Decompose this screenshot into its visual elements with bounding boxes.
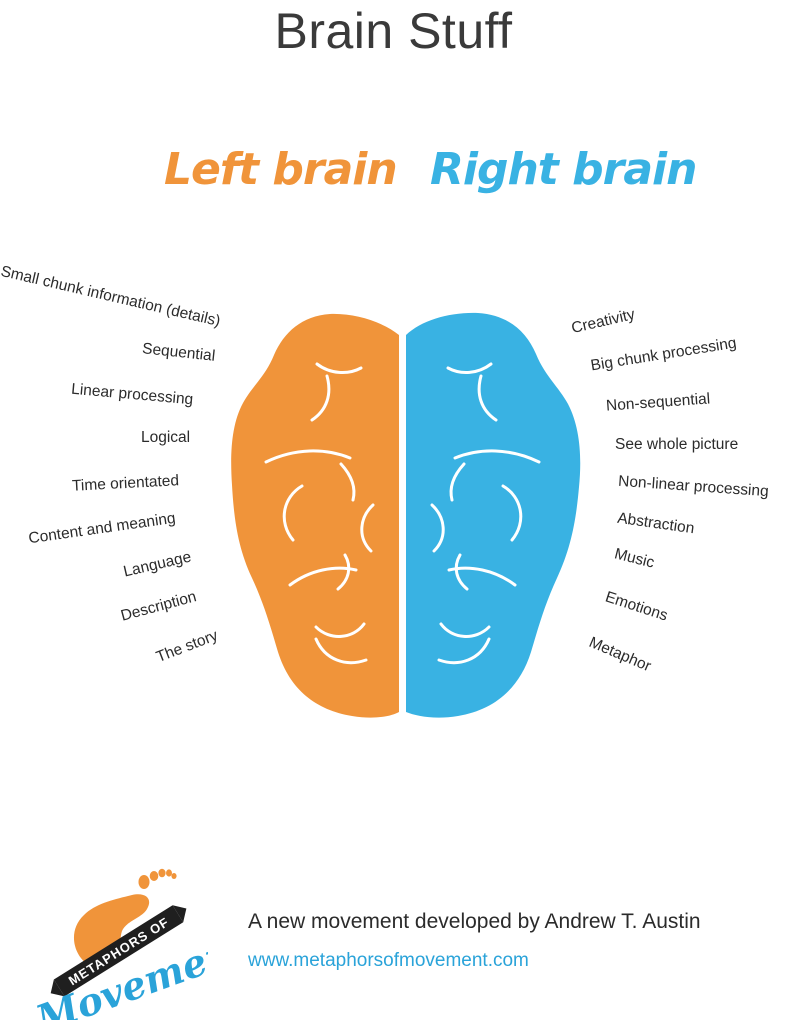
page-title: Brain Stuff	[274, 3, 513, 59]
right-folds	[430, 362, 541, 665]
metaphors-of-movement-logo: METAPHORS OF Movement	[28, 868, 208, 1020]
footer-tagline: A new movement developed by Andrew T. Au…	[248, 910, 701, 933]
left-brain-label: Left brain	[164, 144, 398, 195]
left-hemisphere	[231, 313, 399, 718]
left-folds	[264, 362, 375, 665]
right-brain-label: Right brain	[430, 144, 697, 195]
left-trait: Logical	[141, 429, 191, 446]
right-hemisphere	[406, 312, 581, 718]
footprint-icon	[73, 868, 177, 968]
website-link[interactable]: www.metaphorsofmovement.com	[248, 950, 529, 971]
right-trait: See whole picture	[615, 436, 739, 453]
